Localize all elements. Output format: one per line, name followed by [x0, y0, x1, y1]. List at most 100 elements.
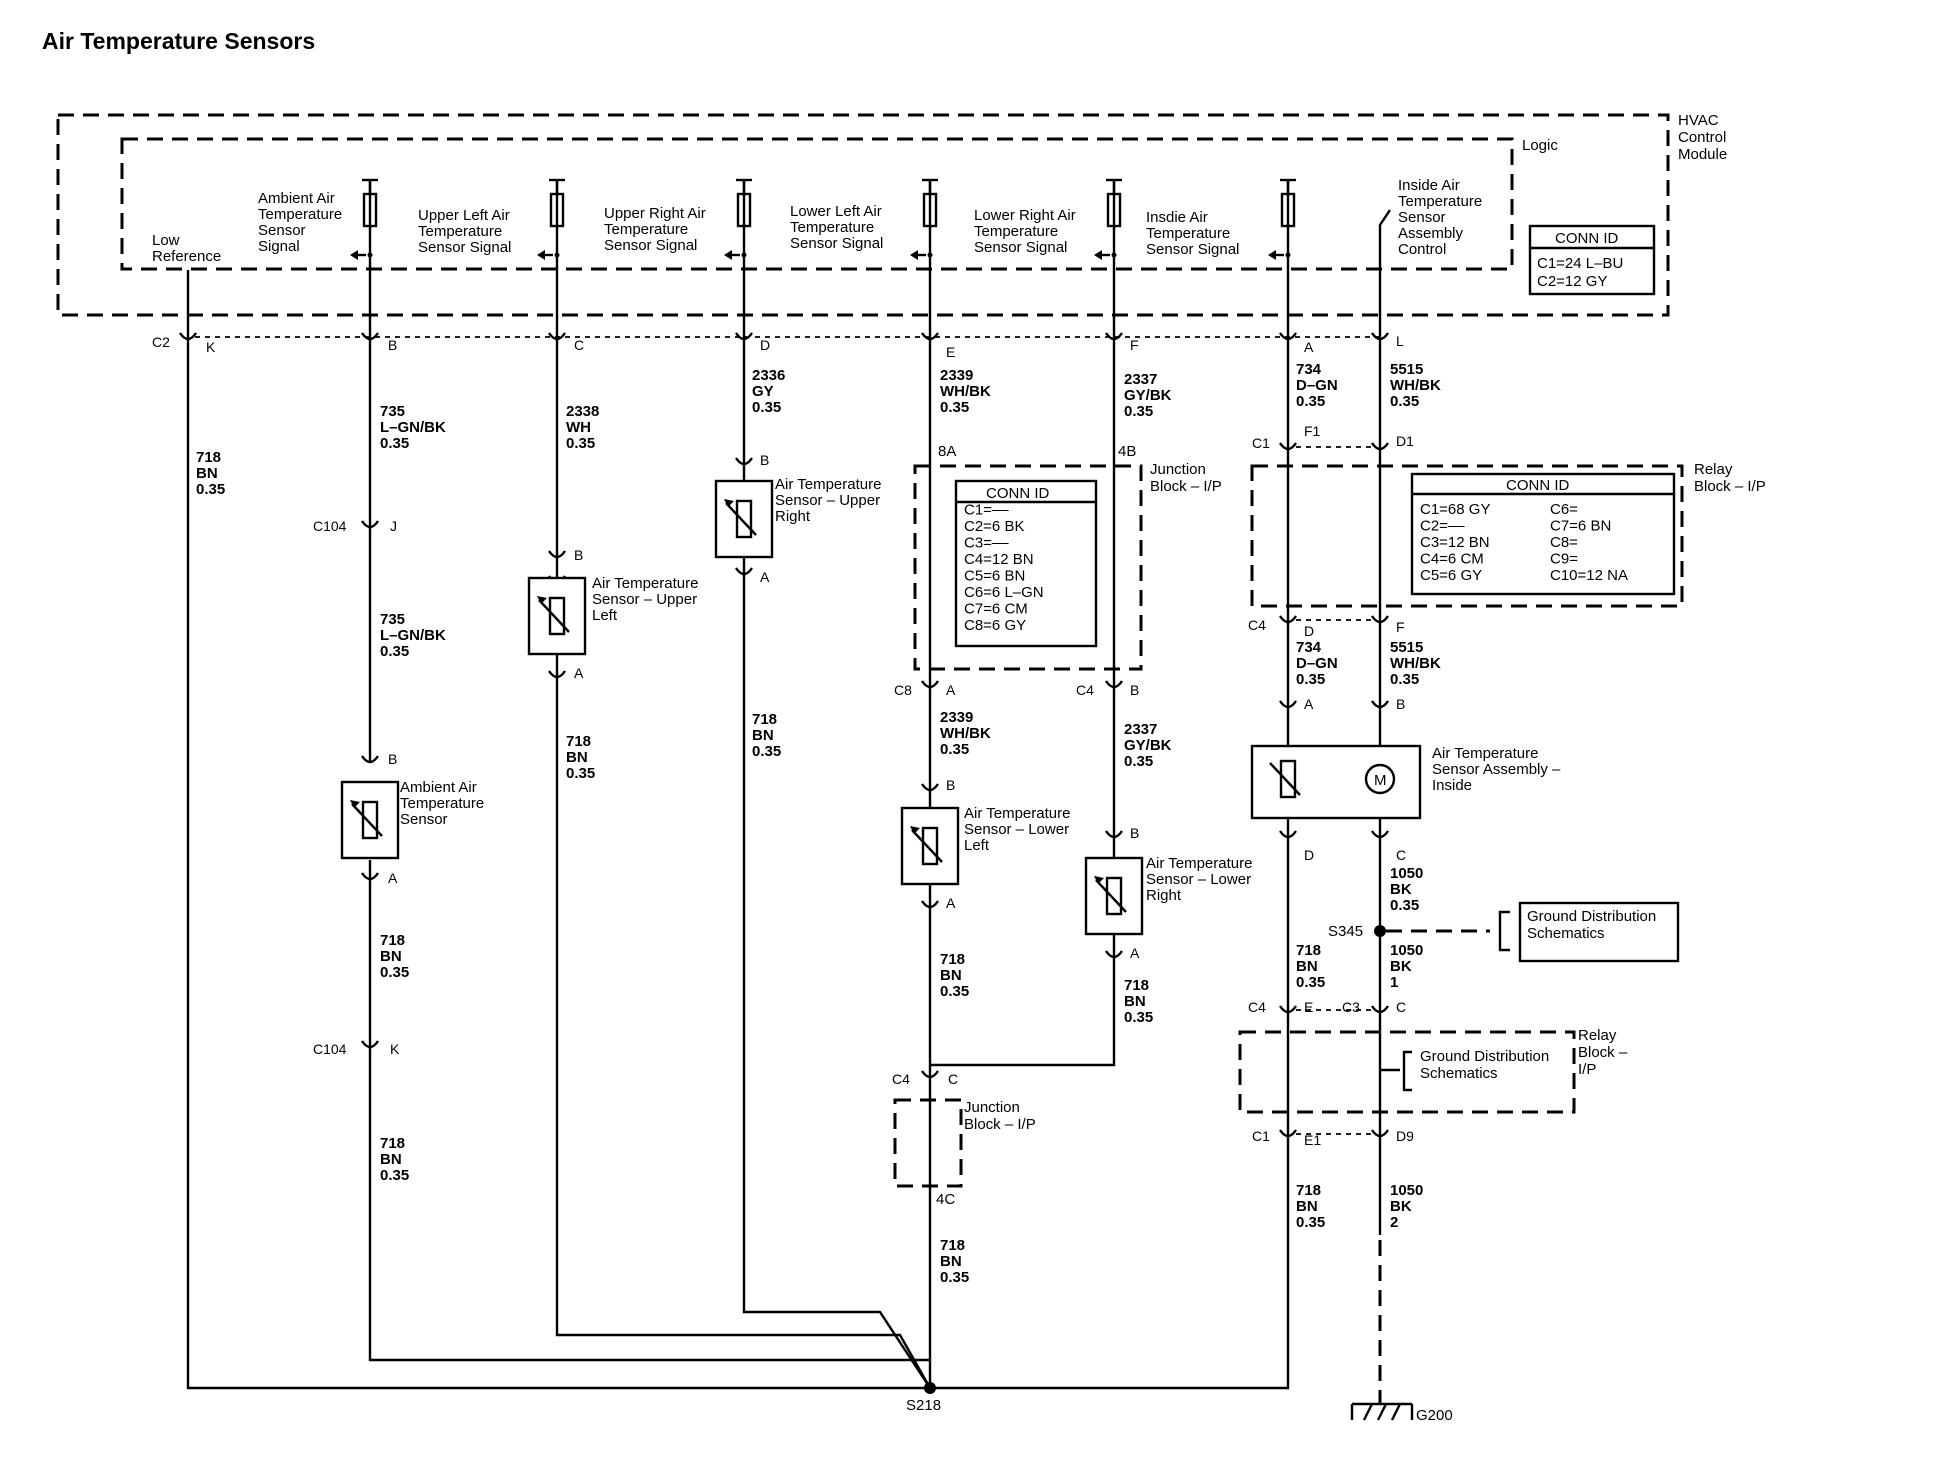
svg-text:HVAC: HVAC	[1678, 112, 1719, 129]
svg-text:0.35: 0.35	[1124, 1009, 1153, 1026]
svg-text:718: 718	[940, 951, 965, 968]
svg-text:Air Temperature: Air Temperature	[775, 476, 881, 493]
svg-text:Upper Right Air: Upper Right Air	[604, 205, 706, 222]
svg-text:C4=12 BN: C4=12 BN	[964, 551, 1034, 568]
svg-text:Schematics: Schematics	[1420, 1065, 1498, 1082]
junction-block-outline	[913, 464, 1143, 671]
svg-text:Sensor Signal: Sensor Signal	[790, 235, 883, 252]
svg-text:Sensor Assembly –: Sensor Assembly –	[1432, 761, 1561, 778]
pin-label-26: B	[1396, 696, 1405, 712]
pin-label-33: D	[1304, 847, 1314, 863]
wire-labels: 718BN0.35735L–GN/BK0.35735L–GN/BK0.35718…	[196, 361, 1441, 1286]
pin-label-17: A	[760, 569, 770, 585]
pullup-resistor-1	[537, 178, 565, 260]
splice-s218	[924, 1382, 936, 1394]
svg-text:BN: BN	[196, 465, 218, 482]
jb-pin-4b: 4B	[1118, 443, 1136, 460]
pin-label-9: C104	[313, 518, 347, 534]
jb-pin-8a: 8A	[938, 443, 956, 460]
svg-text:D–GN: D–GN	[1296, 377, 1338, 394]
module-conn-id-box	[1528, 224, 1656, 296]
svg-text:Ambient Air: Ambient Air	[258, 190, 335, 207]
svg-text:Control: Control	[1678, 129, 1726, 146]
junction-conn-id-box	[954, 479, 1098, 648]
svg-text:Insdie Air: Insdie Air	[1146, 209, 1208, 226]
svg-text:Lower Left Air: Lower Left Air	[790, 203, 882, 220]
svg-text:718: 718	[940, 1237, 965, 1254]
svg-text:C10=12 NA: C10=12 NA	[1550, 567, 1628, 584]
jb-pin-4c: 4C	[936, 1191, 955, 1208]
svg-text:Air Temperature: Air Temperature	[1432, 745, 1538, 762]
svg-text:0.35: 0.35	[752, 743, 781, 760]
pin-label-24: B	[1130, 682, 1139, 698]
svg-text:Assembly: Assembly	[1398, 225, 1464, 242]
svg-text:0.35: 0.35	[940, 1269, 969, 1286]
logic-outline	[120, 137, 1514, 271]
svg-text:0.35: 0.35	[1296, 974, 1325, 991]
svg-text:Upper Left Air: Upper Left Air	[418, 207, 510, 224]
svg-text:WH/BK: WH/BK	[1390, 377, 1441, 394]
pin-label-2: B	[388, 337, 397, 353]
svg-text:735: 735	[380, 611, 405, 628]
pullup-resistor-2	[724, 178, 752, 260]
ground-symbol-g200	[1350, 1402, 1414, 1421]
pin-label-6: F	[1130, 337, 1139, 353]
svg-text:Left: Left	[592, 607, 618, 624]
svg-text:C7=6 BN: C7=6 BN	[1550, 518, 1611, 535]
svg-text:0.35: 0.35	[1296, 1214, 1325, 1231]
pin-label-4: D	[760, 337, 770, 353]
svg-text:0.35: 0.35	[1124, 403, 1153, 420]
svg-text:C7=6 CM: C7=6 CM	[964, 601, 1028, 618]
pin-label-41: C3	[1342, 999, 1360, 1015]
pin-label-11: C1	[1252, 435, 1270, 451]
pin-label-13: D1	[1396, 433, 1414, 449]
svg-text:Signal: Signal	[258, 238, 300, 255]
pin-label-3: C	[574, 337, 584, 353]
svg-text:Temperature: Temperature	[790, 219, 874, 236]
diagram-title: Air Temperature Sensors	[42, 28, 315, 54]
svg-text:0.35: 0.35	[1390, 393, 1419, 410]
svg-text:0.35: 0.35	[940, 741, 969, 758]
pin-label-20: F	[1396, 619, 1405, 635]
pin-label-28: A	[388, 870, 398, 886]
svg-text:C2=––: C2=––	[1420, 518, 1465, 535]
svg-text:0.35: 0.35	[566, 435, 595, 452]
svg-text:5515: 5515	[1390, 361, 1423, 378]
svg-text:C3=12 BN: C3=12 BN	[1420, 534, 1490, 551]
pin-label-32: A	[1130, 945, 1140, 961]
svg-text:BN: BN	[752, 727, 774, 744]
svg-text:Air Temperature: Air Temperature	[964, 805, 1070, 822]
svg-text:0.35: 0.35	[380, 964, 409, 981]
svg-text:Ground Distribution: Ground Distribution	[1420, 1048, 1549, 1065]
svg-text:0.35: 0.35	[752, 399, 781, 416]
svg-text:734: 734	[1296, 639, 1322, 656]
pin-label-10: J	[390, 518, 397, 534]
svg-text:718: 718	[1296, 942, 1321, 959]
ground-dist-label-lower: Ground Distribution Schematics	[1420, 1048, 1549, 1082]
svg-text:GY/BK: GY/BK	[1124, 737, 1172, 754]
signal-inside-control: Inside AirTemperatureSensorAssemblyContr…	[1398, 177, 1482, 258]
pin-label-5: E	[946, 344, 955, 360]
svg-text:718: 718	[196, 449, 221, 466]
pin-label-12: F1	[1304, 423, 1321, 439]
svg-text:Sensor: Sensor	[400, 811, 448, 828]
